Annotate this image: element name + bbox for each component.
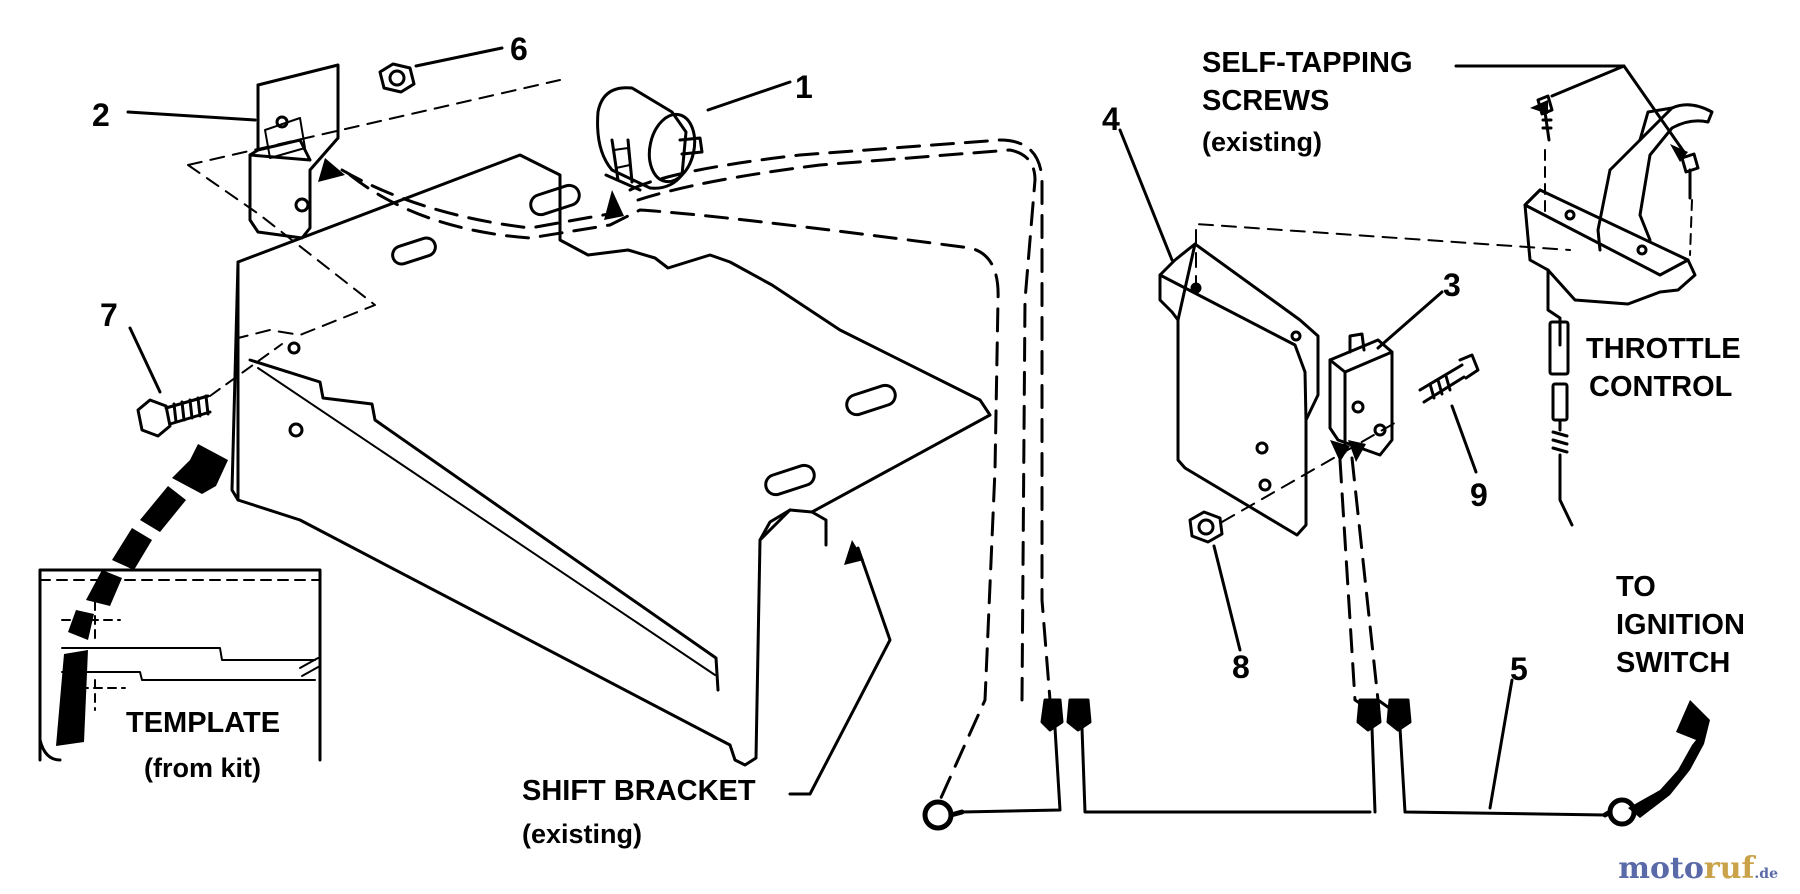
throttle-label-line1: THROTTLE (1586, 333, 1741, 365)
part-2-bracket (248, 63, 340, 240)
template-label-line1: TEMPLATE (126, 707, 281, 739)
arrowheads (318, 100, 1688, 565)
ignition-arrow (1628, 700, 1710, 818)
ignition-label-line1: TO (1616, 571, 1656, 603)
shift-bracket (187, 79, 992, 767)
callout-1: 1 (795, 69, 813, 105)
throttle-label-line2: CONTROL (1589, 371, 1733, 403)
callout-5: 5 (1510, 651, 1528, 687)
part-6-nut (378, 62, 416, 94)
self-tapping-label-line1: SELF-TAPPING (1202, 47, 1413, 79)
leader-lines (126, 46, 1686, 810)
callout-6: 6 (510, 31, 528, 67)
wiring-harness (340, 138, 1637, 831)
watermark-logo: motoruf.de (1618, 851, 1778, 886)
callout-9: 9 (1470, 477, 1488, 513)
callout-7: 7 (100, 297, 118, 333)
callout-8: 8 (1232, 649, 1250, 685)
template-card (38, 444, 322, 762)
callout-4: 4 (1102, 101, 1120, 137)
shift-bracket-label-line1: SHIFT BRACKET (522, 775, 756, 807)
part-9-screw (1418, 353, 1480, 404)
part-1-solenoid (596, 86, 704, 192)
part-3-switch (1328, 332, 1394, 457)
shift-bracket-label-line2: (existing) (522, 819, 643, 849)
self-tapping-label-line2: SCREWS (1202, 85, 1330, 117)
callout-2: 2 (92, 97, 110, 133)
template-label-line2: (from kit) (144, 753, 261, 783)
part-7-bolt (136, 343, 283, 438)
ignition-label-line3: SWITCH (1616, 647, 1731, 679)
callout-3: 3 (1443, 267, 1461, 303)
self-tapping-label-line3: (existing) (1202, 127, 1323, 157)
part-4-bracket (1158, 242, 1320, 537)
part-8-nut (1188, 419, 1401, 544)
ignition-label-line2: IGNITION (1616, 609, 1745, 641)
throttle-control (1195, 94, 1714, 527)
